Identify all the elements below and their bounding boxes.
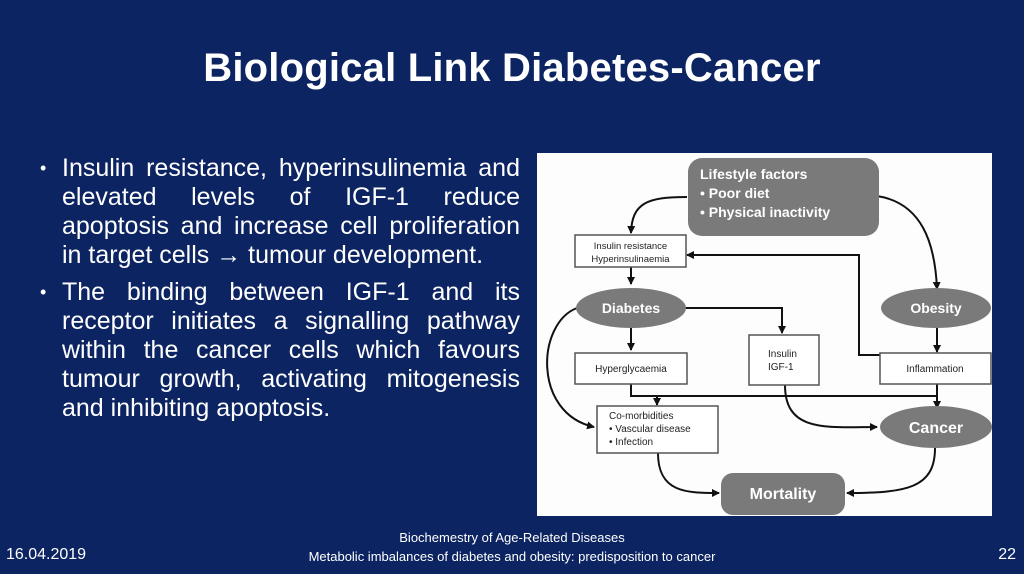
mortality-node: Mortality	[721, 473, 845, 515]
diabetes-cancer-diagram: Lifestyle factors • Poor diet • Physical…	[537, 153, 992, 516]
inflammation-label: Inflammation	[906, 364, 963, 375]
hyperglycaemia-node: Hyperglycaemia	[574, 352, 688, 385]
bullet-list: • Insulin resistance, hyperinsulinemia a…	[38, 154, 520, 431]
page-number: 22	[998, 546, 1016, 563]
comorbidities-item: • Vascular disease	[609, 424, 691, 435]
arrow-diabetes-to-comorbidities	[546, 307, 595, 430]
cancer-label: Cancer	[909, 420, 963, 437]
inflammation-node: Inflammation	[879, 352, 992, 385]
bullet-dot-icon: •	[40, 282, 47, 302]
slide-title: Biological Link Diabetes-Cancer	[203, 46, 821, 90]
arrow-lifestyle-to-insulin-resistance	[627, 196, 688, 234]
footer-center: Biochemestry of Age-Related Diseases Met…	[0, 528, 1024, 566]
hyperinsulinaemia-label: Hyperinsulinaemia	[591, 254, 670, 265]
footer-date: 16.04.2019	[6, 546, 87, 563]
comorbidities-item: • Infection	[609, 437, 653, 448]
bullet-item: • The binding between IGF-1 and its rece…	[38, 278, 520, 423]
arrow-diabetes-to-insulin-igf	[674, 307, 786, 334]
comorbidities-title: Co-morbidities	[609, 411, 673, 422]
arrow-comorbidities-to-mortality	[657, 452, 720, 497]
mortality-label: Mortality	[750, 486, 817, 503]
insulin-resistance-label: Insulin resistance	[594, 241, 667, 252]
hyperglycaemia-label: Hyperglycaemia	[595, 364, 667, 375]
diabetes-node: Diabetes	[576, 288, 686, 328]
cancer-node: Cancer	[880, 406, 992, 448]
insulin-label: Insulin	[768, 349, 797, 360]
lifestyle-factors-node: Lifestyle factors • Poor diet • Physical…	[688, 158, 879, 236]
bullet-item: • Insulin resistance, hyperinsulinemia a…	[38, 154, 520, 270]
arrow-cancer-to-mortality	[846, 447, 936, 497]
obesity-node: Obesity	[881, 288, 991, 328]
footer-course: Biochemestry of Age-Related Diseases	[399, 530, 625, 545]
insulin-resistance-node: Insulin resistance Hyperinsulinaemia	[574, 234, 687, 268]
arrow-inflammation-to-insulin-resistance	[686, 251, 880, 356]
bullet-dot-icon: •	[40, 158, 47, 178]
lifestyle-item: • Physical inactivity	[700, 204, 830, 220]
bullet-text: The binding between IGF-1 and its recept…	[62, 278, 520, 422]
arrow-insulin-igf-to-cancer	[784, 384, 878, 432]
comorbidities-node: Co-morbidities • Vascular disease • Infe…	[596, 405, 719, 454]
bullet-text: Insulin resistance, hyperinsulinemia and…	[62, 154, 520, 269]
connector-hyperglycaemia-inflammation	[630, 384, 937, 397]
insulin-igf-node: Insulin IGF-1	[748, 334, 820, 386]
obesity-label: Obesity	[910, 300, 962, 316]
arrow-lifestyle-to-obesity	[876, 195, 941, 290]
diabetes-label: Diabetes	[602, 300, 661, 316]
footer-subtitle: Metabolic imbalances of diabetes and obe…	[308, 549, 716, 564]
lifestyle-title: Lifestyle factors	[700, 166, 808, 182]
igf-label: IGF-1	[768, 362, 794, 373]
lifestyle-item: • Poor diet	[700, 185, 770, 201]
